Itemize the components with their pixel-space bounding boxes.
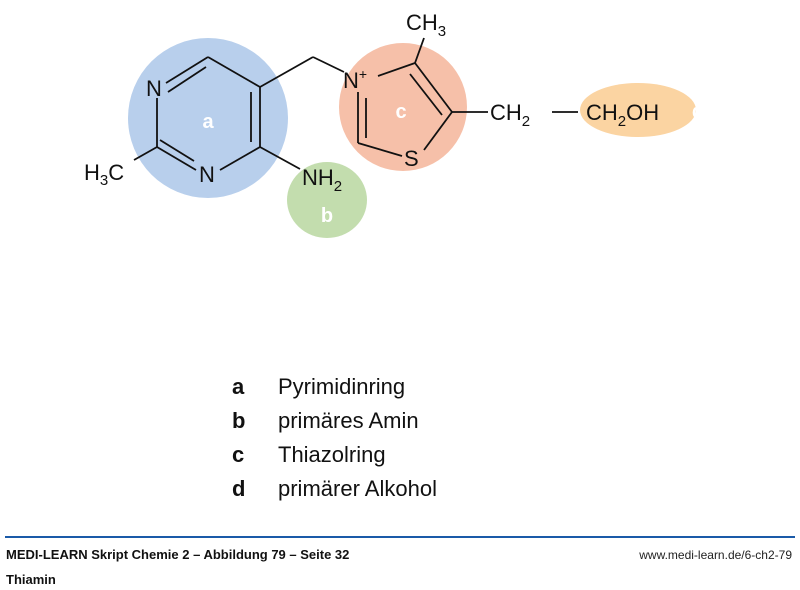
legend-item: d primärer Alkohol xyxy=(232,472,437,506)
legend-label: primäres Amin xyxy=(278,408,419,433)
atom-n1: N xyxy=(146,76,162,101)
atom-labels: N N H3C NH2 N+ S CH3 CH2 CH2OH xyxy=(84,10,659,195)
legend-label: primärer Alkohol xyxy=(278,476,437,501)
highlight-keys: a b c d xyxy=(202,101,704,227)
legend-key: c xyxy=(232,442,245,467)
figure-title: Thiamin xyxy=(6,572,56,587)
hydroxymethyl-ch2oh: CH2OH xyxy=(586,100,659,130)
thiamin-structure: N N H3C NH2 N+ S CH3 CH2 CH2OH a b c d xyxy=(84,10,704,238)
key-a: a xyxy=(202,111,214,133)
methyl-h3c: H3C xyxy=(84,160,124,189)
key-c: c xyxy=(395,101,406,123)
key-d: d xyxy=(692,101,704,123)
legend-label: Pyrimidinring xyxy=(278,374,406,399)
methyl-ch3: CH3 xyxy=(406,10,446,40)
atom-n-plus: N+ xyxy=(343,66,367,93)
highlight-a-pyrimidine xyxy=(128,38,288,198)
legend-key: b xyxy=(232,408,246,433)
footer-divider xyxy=(5,536,795,538)
amine-nh2: NH2 xyxy=(302,165,342,195)
highlight-d-alcohol xyxy=(580,83,696,137)
legend-item: c Thiazolring xyxy=(232,438,437,472)
key-b: b xyxy=(321,205,333,227)
legend-item: b primäres Amin xyxy=(232,404,437,438)
legend-key: a xyxy=(232,374,245,399)
footer-source: MEDI-LEARN Skript Chemie 2 – Abbildung 7… xyxy=(6,547,350,562)
bonds xyxy=(133,37,578,171)
legend: a Pyrimidinring b primäres Amin c Thiazolri… xyxy=(232,370,437,506)
legend-item: a Pyrimidinring xyxy=(232,370,437,404)
atom-n3: N xyxy=(199,162,215,187)
atom-s: S xyxy=(404,146,419,171)
methylene-ch2: CH2 xyxy=(490,100,530,130)
footer-url[interactable]: www.medi-learn.de/6-ch2-79 xyxy=(639,548,792,562)
highlight-c-thiazole xyxy=(339,43,467,171)
legend-key: d xyxy=(232,476,246,501)
highlight-b-amine xyxy=(287,162,367,238)
legend-label: Thiazolring xyxy=(278,442,386,467)
